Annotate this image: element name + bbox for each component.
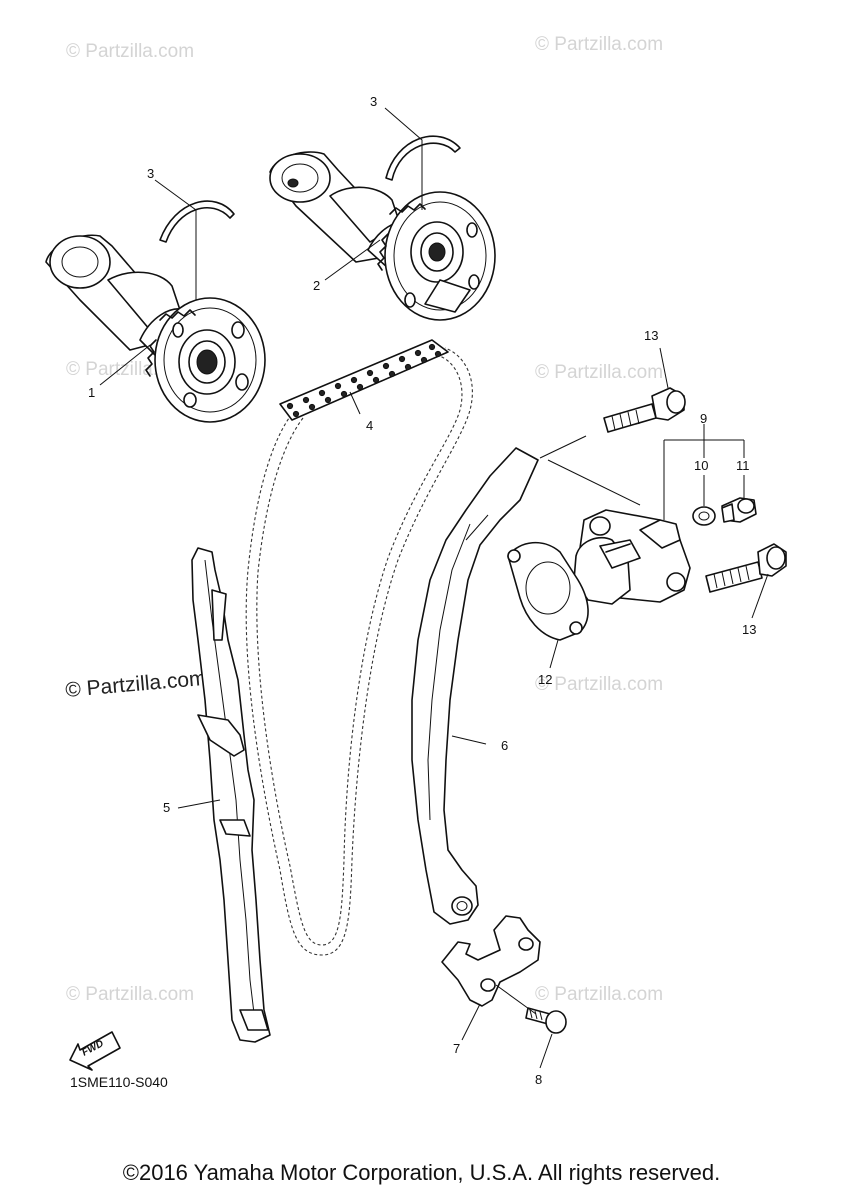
watermark: © Partzilla.com — [535, 984, 663, 1005]
label-ref: 8 — [535, 1072, 542, 1087]
bolt-upper — [603, 387, 686, 433]
diagram-code: 1SME110-S040 — [70, 1074, 168, 1090]
watermark: © Partzilla.com — [66, 984, 194, 1005]
label-ref: 13 — [644, 328, 658, 343]
label-ref: 7 — [453, 1041, 460, 1056]
stopper-bolt — [525, 1007, 567, 1034]
tensioner-gasket — [507, 541, 589, 641]
label-ref: 13 — [742, 622, 756, 637]
camshaft-intake — [45, 234, 266, 423]
label-ref: 3 — [147, 166, 154, 181]
tensioner-cap-bolt — [721, 497, 757, 523]
chain-guide — [191, 547, 271, 1043]
part-labels: 1 2 3 3 4 5 6 7 8 9 10 11 12 13 13 — [88, 94, 756, 1087]
label-ref: 6 — [501, 738, 508, 753]
watermark: © Partzilla.com — [535, 34, 663, 55]
cam-chain-loop — [245, 347, 473, 956]
leader-lines — [99, 107, 769, 1069]
label-ref: 4 — [366, 418, 373, 433]
watermark: © Partzilla.com — [535, 362, 663, 383]
label-ref: 10 — [694, 458, 708, 473]
label-ref: 11 — [736, 458, 750, 473]
watermark-large: © Partzilla.com — [64, 667, 207, 702]
label-ref: 1 — [88, 385, 95, 400]
clip-left — [159, 200, 235, 243]
bolt-lower — [705, 543, 787, 593]
tensioner-guide — [411, 447, 539, 925]
label-ref: 9 — [700, 411, 707, 426]
watermark: © Partzilla.com — [66, 41, 194, 62]
label-ref: 12 — [538, 672, 552, 687]
camshaft-exhaust — [269, 151, 496, 321]
cam-chain — [279, 339, 449, 421]
copyright-notice: ©2016 Yamaha Motor Corporation, U.S.A. A… — [122, 1160, 721, 1185]
gasket-washer — [692, 506, 716, 526]
watermark: © Partzilla.com — [535, 674, 663, 695]
tensioner-assy — [573, 509, 691, 605]
label-ref: 5 — [163, 800, 170, 815]
fwd-arrow: FWD — [69, 1031, 121, 1071]
label-ref: 3 — [370, 94, 377, 109]
clip-right — [385, 135, 461, 181]
guide-stopper — [441, 915, 541, 1007]
label-ref: 2 — [313, 278, 320, 293]
